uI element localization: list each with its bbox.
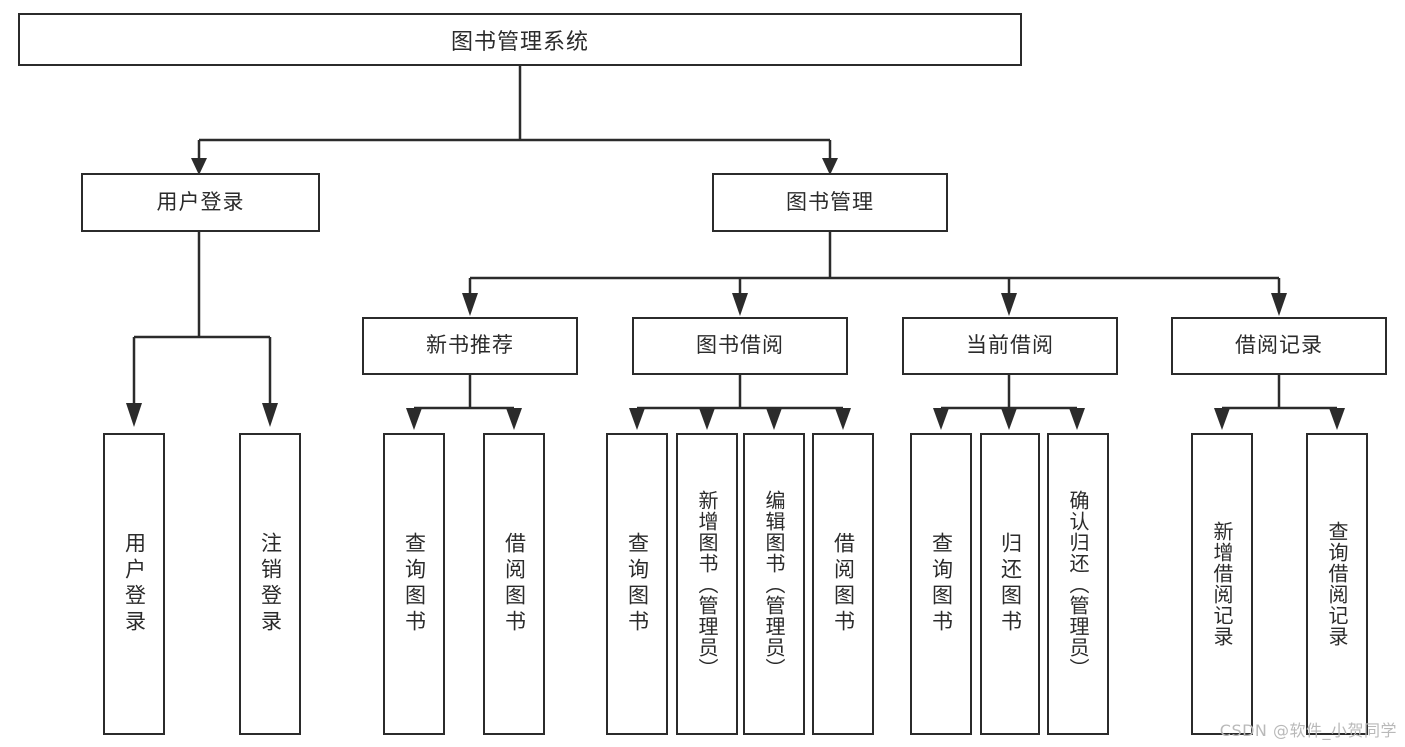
node-root-label: 图书管理系统 [450, 29, 589, 55]
node-book-management[interactable]: 图书管理 [712, 173, 948, 232]
leaf-label: 查询借阅记录 [1325, 521, 1349, 647]
leaf-label: 确认归还（管理员） [1066, 489, 1090, 679]
node-book-management-label: 图书管理 [786, 189, 874, 214]
arrow-bm-c1 [462, 293, 478, 316]
arrow-borrow-1 [629, 408, 645, 430]
arrow-bm-c3 [1001, 293, 1017, 316]
leaf-label: 查询图书 [929, 532, 954, 636]
node-root[interactable]: 图书管理系统 [18, 13, 1022, 66]
leaf-borrow-borrow-book[interactable]: 借阅图书 [812, 433, 874, 735]
leaf-recommend-query-book[interactable]: 查询图书 [383, 433, 445, 735]
node-user-login-label: 用户登录 [156, 189, 245, 214]
leaf-label: 归还图书 [998, 532, 1023, 636]
node-borrow-record-label: 借阅记录 [1235, 333, 1323, 358]
leaf-record-add-record[interactable]: 新增借阅记录 [1191, 433, 1253, 735]
leaf-label: 借阅图书 [502, 532, 527, 636]
arrow-rrec-2 [1329, 408, 1345, 430]
leaf-label: 新增图书（管理员） [695, 489, 719, 679]
leaf-current-query-book[interactable]: 查询图书 [910, 433, 972, 735]
leaf-label: 编辑图书（管理员） [762, 489, 786, 679]
arrow-borrow-4 [835, 408, 851, 430]
leaf-label: 查询图书 [402, 532, 427, 636]
arrow-cur-1 [933, 408, 949, 430]
leaf-record-query-record[interactable]: 查询借阅记录 [1306, 433, 1368, 735]
arrow-bm-c2 [732, 293, 748, 316]
leaf-label: 用户登录 [122, 532, 147, 636]
arrow-rec-l [406, 408, 422, 430]
leaf-recommend-borrow-book[interactable]: 借阅图书 [483, 433, 545, 735]
arrow-cur-3 [1069, 408, 1085, 430]
leaf-user-login-logout[interactable]: 注销登录 [239, 433, 301, 735]
leaf-current-return-book[interactable]: 归还图书 [980, 433, 1040, 735]
node-new-book-recommend[interactable]: 新书推荐 [362, 317, 578, 375]
node-user-login[interactable]: 用户登录 [81, 173, 320, 232]
leaf-current-confirm-return-admin[interactable]: 确认归还（管理员） [1047, 433, 1109, 735]
node-current-borrow-label: 当前借阅 [966, 333, 1054, 358]
leaf-borrow-edit-book-admin[interactable]: 编辑图书（管理员） [743, 433, 805, 735]
arrow-user-login-l [126, 403, 142, 427]
arrow-borrow-3 [766, 408, 782, 430]
leaf-label: 注销登录 [258, 532, 283, 636]
leaf-label: 新增借阅记录 [1210, 521, 1234, 647]
arrow-rrec-1 [1214, 408, 1230, 430]
leaf-user-login-login[interactable]: 用户登录 [103, 433, 165, 735]
node-current-borrow[interactable]: 当前借阅 [902, 317, 1118, 375]
leaf-label: 查询图书 [625, 532, 650, 636]
arrow-cur-2 [1001, 408, 1017, 430]
leaf-borrow-add-book-admin[interactable]: 新增图书（管理员） [676, 433, 738, 735]
arrow-user-login-r [262, 403, 278, 427]
leaf-borrow-query-book[interactable]: 查询图书 [606, 433, 668, 735]
node-new-book-recommend-label: 新书推荐 [426, 333, 514, 358]
arrow-borrow-2 [699, 408, 715, 430]
watermark-text: CSDN @软件_小贺同学 [1219, 721, 1397, 740]
node-book-borrow-label: 图书借阅 [696, 333, 784, 358]
node-book-borrow[interactable]: 图书借阅 [632, 317, 848, 375]
leaf-label: 借阅图书 [831, 532, 856, 636]
node-borrow-record[interactable]: 借阅记录 [1171, 317, 1387, 375]
arrow-bm-c4 [1271, 293, 1287, 316]
arrow-rec-r [506, 408, 522, 430]
